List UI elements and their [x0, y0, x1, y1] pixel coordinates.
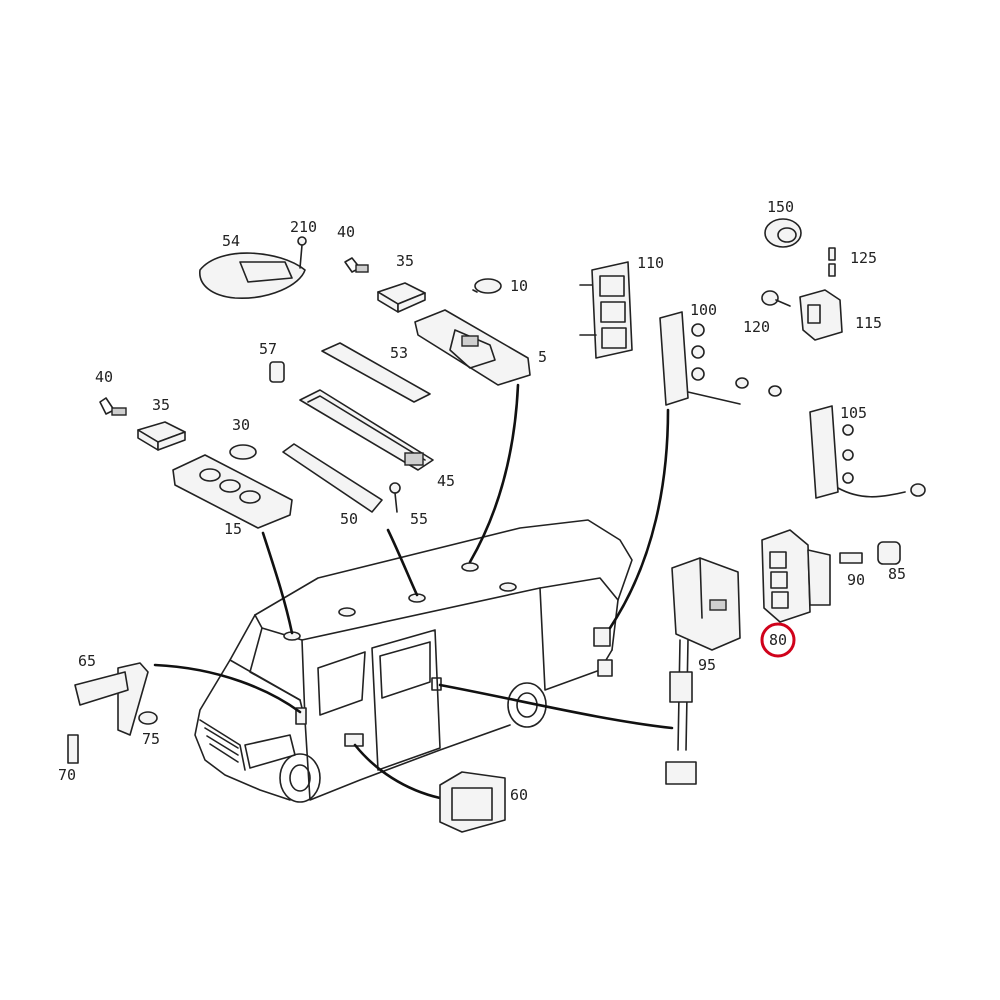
part-105-holder-strip[interactable]	[809, 405, 926, 499]
callout-120: 120	[743, 318, 770, 336]
callout-53: 53	[390, 344, 408, 362]
callout-35-left: 35	[152, 396, 170, 414]
part-80-switch-panel[interactable]	[761, 529, 831, 623]
van-body	[194, 519, 633, 803]
callout-95: 95	[698, 656, 716, 674]
part-65-latch[interactable]	[74, 662, 149, 736]
part-40-bulb-left[interactable]	[99, 397, 127, 416]
part-60-side-lamp[interactable]	[439, 771, 506, 833]
callout-105: 105	[840, 404, 867, 422]
leader-lines	[153, 383, 674, 800]
callout-15: 15	[224, 520, 242, 538]
part-53-strip-cover[interactable]	[321, 342, 431, 403]
part-120-screw[interactable]	[761, 290, 791, 307]
part-45-strip-housing[interactable]	[299, 389, 434, 471]
part-115-connector[interactable]	[799, 289, 843, 341]
part-50-tube[interactable]	[282, 443, 383, 513]
part-30-bulb[interactable]	[229, 444, 257, 460]
part-100-holder-strip[interactable]	[659, 311, 782, 406]
part-10-bulb[interactable]	[472, 278, 502, 294]
callout-150: 150	[767, 198, 794, 216]
callout-115: 115	[855, 314, 882, 332]
part-85-cap[interactable]	[877, 541, 901, 565]
callout-57: 57	[259, 340, 277, 358]
part-15-lamp-unit[interactable]	[172, 454, 293, 529]
part-70-spring[interactable]	[67, 734, 79, 764]
callout-75: 75	[142, 730, 160, 748]
part-95-switch-box[interactable]	[665, 557, 741, 785]
part-54-lens[interactable]	[199, 252, 306, 299]
callout-100: 100	[690, 301, 717, 319]
callout-65: 65	[78, 652, 96, 670]
callout-85: 85	[888, 565, 906, 583]
part-150-grommet[interactable]	[764, 218, 802, 248]
callout-60: 60	[510, 786, 528, 804]
callout-45: 45	[437, 472, 455, 490]
callout-10: 10	[510, 277, 528, 295]
callout-35: 35	[396, 252, 414, 270]
part-35-switch[interactable]	[377, 282, 426, 313]
callout-110: 110	[637, 254, 664, 272]
highlight-ring-part-80	[760, 622, 796, 658]
part-57-bulb[interactable]	[269, 361, 285, 383]
callout-80: 80	[769, 631, 787, 649]
callout-90: 90	[847, 571, 865, 589]
callout-30: 30	[232, 416, 250, 434]
part-75-screw[interactable]	[138, 711, 158, 725]
part-90-bulb[interactable]	[839, 552, 863, 564]
callout-50: 50	[340, 510, 358, 528]
callout-210: 210	[290, 218, 317, 236]
part-55-screw[interactable]	[389, 482, 401, 513]
callout-70: 70	[58, 766, 76, 784]
callout-5: 5	[538, 348, 547, 366]
callouts: 54 210 40 35 10 110 150 125 57 53 5 100 …	[58, 198, 906, 804]
part-40-bulb[interactable]	[344, 257, 369, 273]
part-125-pins[interactable]	[828, 247, 836, 277]
part-210-screw[interactable]	[297, 236, 307, 269]
callout-40-left: 40	[95, 368, 113, 386]
part-110-relay-panel[interactable]	[579, 261, 633, 359]
part-5-lamp-housing[interactable]	[414, 309, 531, 386]
callout-55: 55	[410, 510, 428, 528]
part-35-switch-left[interactable]	[137, 421, 186, 451]
callout-40: 40	[337, 223, 355, 241]
callout-125: 125	[850, 249, 877, 267]
callout-54: 54	[222, 232, 240, 250]
